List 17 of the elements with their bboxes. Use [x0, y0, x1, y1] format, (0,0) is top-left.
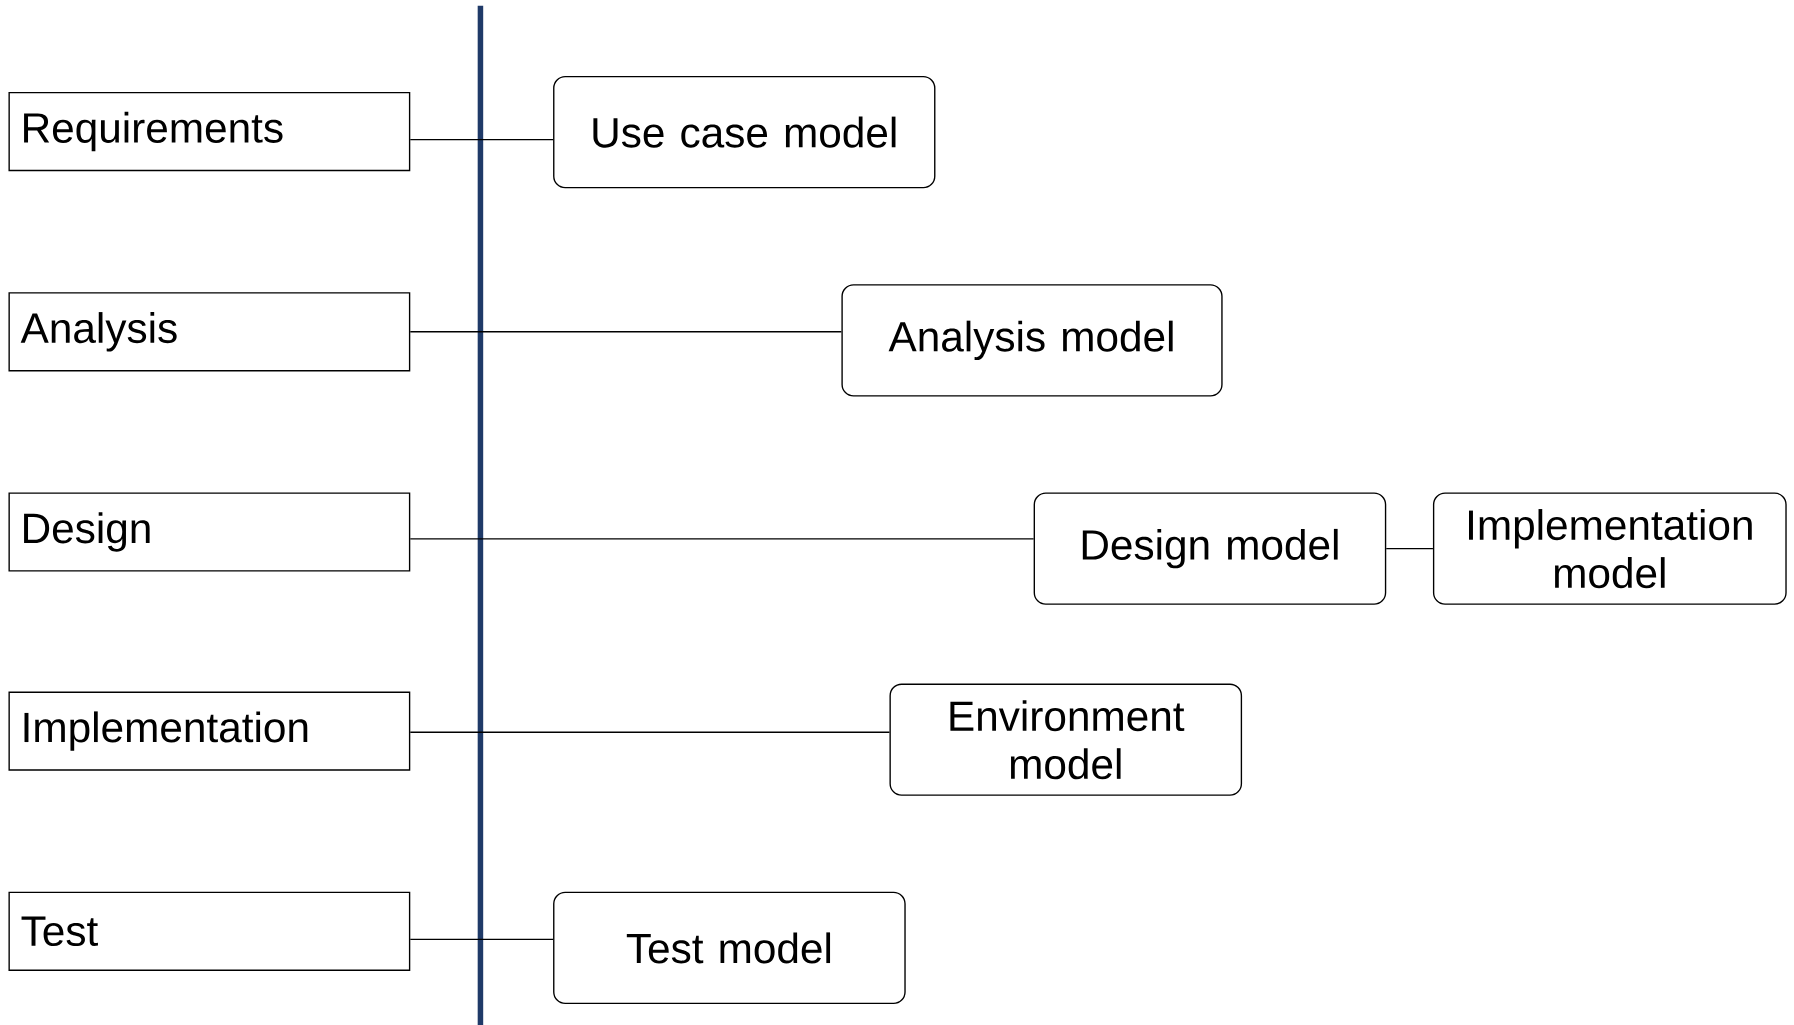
- model-box: Environment model: [889, 683, 1243, 796]
- phase-box: Implementation: [8, 691, 411, 771]
- model-box: Implementation model: [1432, 492, 1787, 605]
- model-box: Use case model: [553, 75, 936, 189]
- connector-line: [409, 731, 891, 733]
- connector-line: [409, 138, 554, 141]
- connector-line: [409, 938, 554, 940]
- phase-box: Requirements: [8, 91, 411, 172]
- phase-box: Design: [8, 492, 411, 572]
- phase-box: Test: [8, 891, 411, 971]
- connector-line: [409, 538, 1035, 540]
- model-box: Design model: [1033, 492, 1387, 605]
- connector-line: [1385, 547, 1434, 550]
- phase-box: Analysis: [8, 292, 411, 372]
- model-box: Analysis model: [841, 284, 1223, 397]
- connector-line: [409, 331, 843, 333]
- model-box: Test model: [553, 891, 906, 1005]
